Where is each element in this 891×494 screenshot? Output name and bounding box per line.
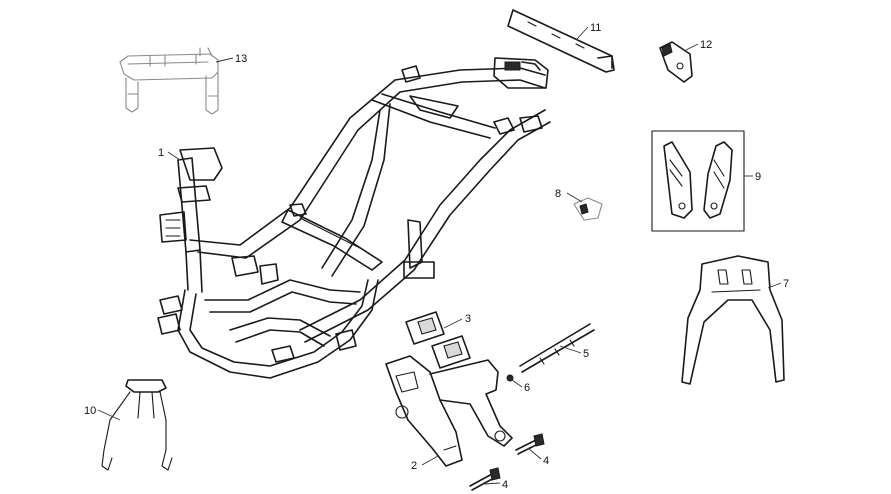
callout-5: 5 xyxy=(583,348,589,360)
callout-9: 9 xyxy=(755,171,761,183)
part-10-center-stand xyxy=(101,379,173,471)
part-4-bolts xyxy=(469,433,545,491)
callout-1: 1 xyxy=(158,147,164,159)
callout-12: 12 xyxy=(700,39,712,51)
callout-3: 3 xyxy=(465,313,471,325)
leader-lines xyxy=(97,26,782,485)
part-8-small-bracket xyxy=(573,197,603,221)
callout-2: 2 xyxy=(411,460,417,472)
callout-11: 11 xyxy=(590,22,601,34)
scooter-main-frame xyxy=(157,57,551,379)
callout-4a: 4 xyxy=(543,455,549,467)
callout-4b: 4 xyxy=(502,479,508,491)
part-6-nut xyxy=(506,374,514,382)
part-12-clip-bracket xyxy=(659,41,693,83)
part-11-strap-bracket xyxy=(507,9,615,73)
part-3-rubber-pads xyxy=(405,311,471,369)
callout-8: 8 xyxy=(555,188,561,200)
part-13-rear-bracket xyxy=(119,47,219,115)
part-7-rear-carrier xyxy=(681,255,785,385)
callout-6: 6 xyxy=(524,382,530,394)
callout-13: 13 xyxy=(235,53,247,65)
part-5-long-bolt xyxy=(519,323,595,373)
part-9-bracket-pair xyxy=(651,130,745,232)
callout-10: 10 xyxy=(84,405,96,417)
part-2-swing-arm-bracket xyxy=(385,355,513,467)
callout-labels: 1 2 3 4 4 5 6 7 8 9 10 11 12 13 xyxy=(84,22,789,491)
callout-7: 7 xyxy=(783,278,789,290)
